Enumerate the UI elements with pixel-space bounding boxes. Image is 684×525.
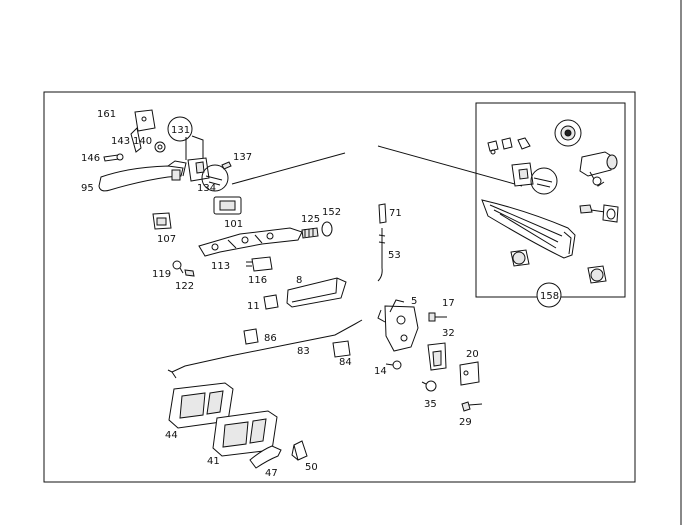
callout-86: 86 <box>264 333 277 344</box>
part-35: 35 <box>421 380 437 410</box>
callout-158: 158 <box>540 291 559 302</box>
callout-125: 125 <box>301 214 320 225</box>
part-122: 122 <box>175 269 195 292</box>
callout-131-group: 131 <box>167 116 204 160</box>
inset-parts <box>481 119 619 284</box>
callout-20: 20 <box>466 349 479 360</box>
part-84: 84 <box>332 340 352 368</box>
leader-line <box>377 145 523 187</box>
callout-11: 11 <box>247 301 260 312</box>
part-134: 134 <box>187 157 229 194</box>
part-119: 119 <box>152 260 184 280</box>
callout-152: 152 <box>322 207 341 218</box>
part-14: 14 <box>374 360 402 377</box>
callout-119: 119 <box>152 269 171 280</box>
callout-158-group: 158 <box>536 282 562 308</box>
callout-83: 83 <box>297 346 310 357</box>
callout-5: 5 <box>411 296 417 307</box>
callout-140: 140 <box>133 136 152 147</box>
callout-53: 53 <box>388 250 401 261</box>
callout-95: 95 <box>81 183 94 194</box>
callout-116: 116 <box>248 275 267 286</box>
callout-146: 146 <box>81 153 100 164</box>
callout-41: 41 <box>207 456 220 467</box>
callout-107: 107 <box>157 234 176 245</box>
callout-50: 50 <box>305 462 318 473</box>
callout-137: 137 <box>233 152 252 163</box>
part-47: 47 <box>249 445 282 479</box>
part-86: 86 <box>243 328 277 345</box>
callout-47: 47 <box>265 468 278 479</box>
part-17: 17 <box>428 298 455 322</box>
part-20: 20 <box>427 342 480 386</box>
callout-17: 17 <box>442 298 455 309</box>
part-53: 53 <box>377 228 401 282</box>
part-146: 146 <box>81 153 124 164</box>
part-125: 125 <box>301 214 320 239</box>
callout-101: 101 <box>224 219 243 230</box>
part-29: 29 <box>459 401 483 428</box>
part-137: 137 <box>221 152 252 170</box>
callout-8: 8 <box>296 275 302 286</box>
part-83-rod: 83 <box>167 319 363 379</box>
part-143: 143 <box>111 126 142 153</box>
callout-143: 143 <box>111 136 130 147</box>
callout-131: 131 <box>171 125 190 136</box>
callout-161: 161 <box>97 109 116 120</box>
part-152: 152 <box>321 207 341 237</box>
part-113: 113 <box>198 227 303 272</box>
leader-line <box>231 152 346 185</box>
part-32: 32 <box>442 328 455 339</box>
callout-32: 32 <box>442 328 455 339</box>
callout-14: 14 <box>374 366 387 377</box>
part-71: 71 <box>378 203 402 224</box>
part-107: 107 <box>152 212 176 245</box>
part-95-handle: 95 <box>81 160 187 194</box>
part-41: 41 <box>207 410 278 467</box>
callout-71: 71 <box>389 208 402 219</box>
part-101: 101 <box>213 196 243 230</box>
diagram-frame <box>43 91 636 483</box>
callout-113: 113 <box>211 261 230 272</box>
part-50: 50 <box>291 440 318 473</box>
callout-134: 134 <box>197 183 216 194</box>
callout-35: 35 <box>424 399 437 410</box>
part-5-lock: 5 <box>377 296 419 352</box>
part-8: 8 <box>286 275 347 308</box>
part-116: 116 <box>246 256 273 286</box>
part-11: 11 <box>247 294 279 312</box>
part-161: 161 <box>97 109 156 132</box>
part-140: 140 <box>133 136 166 153</box>
callout-84: 84 <box>339 357 352 368</box>
callout-44: 44 <box>165 430 178 441</box>
callout-29: 29 <box>459 417 472 428</box>
callout-122: 122 <box>175 281 194 292</box>
